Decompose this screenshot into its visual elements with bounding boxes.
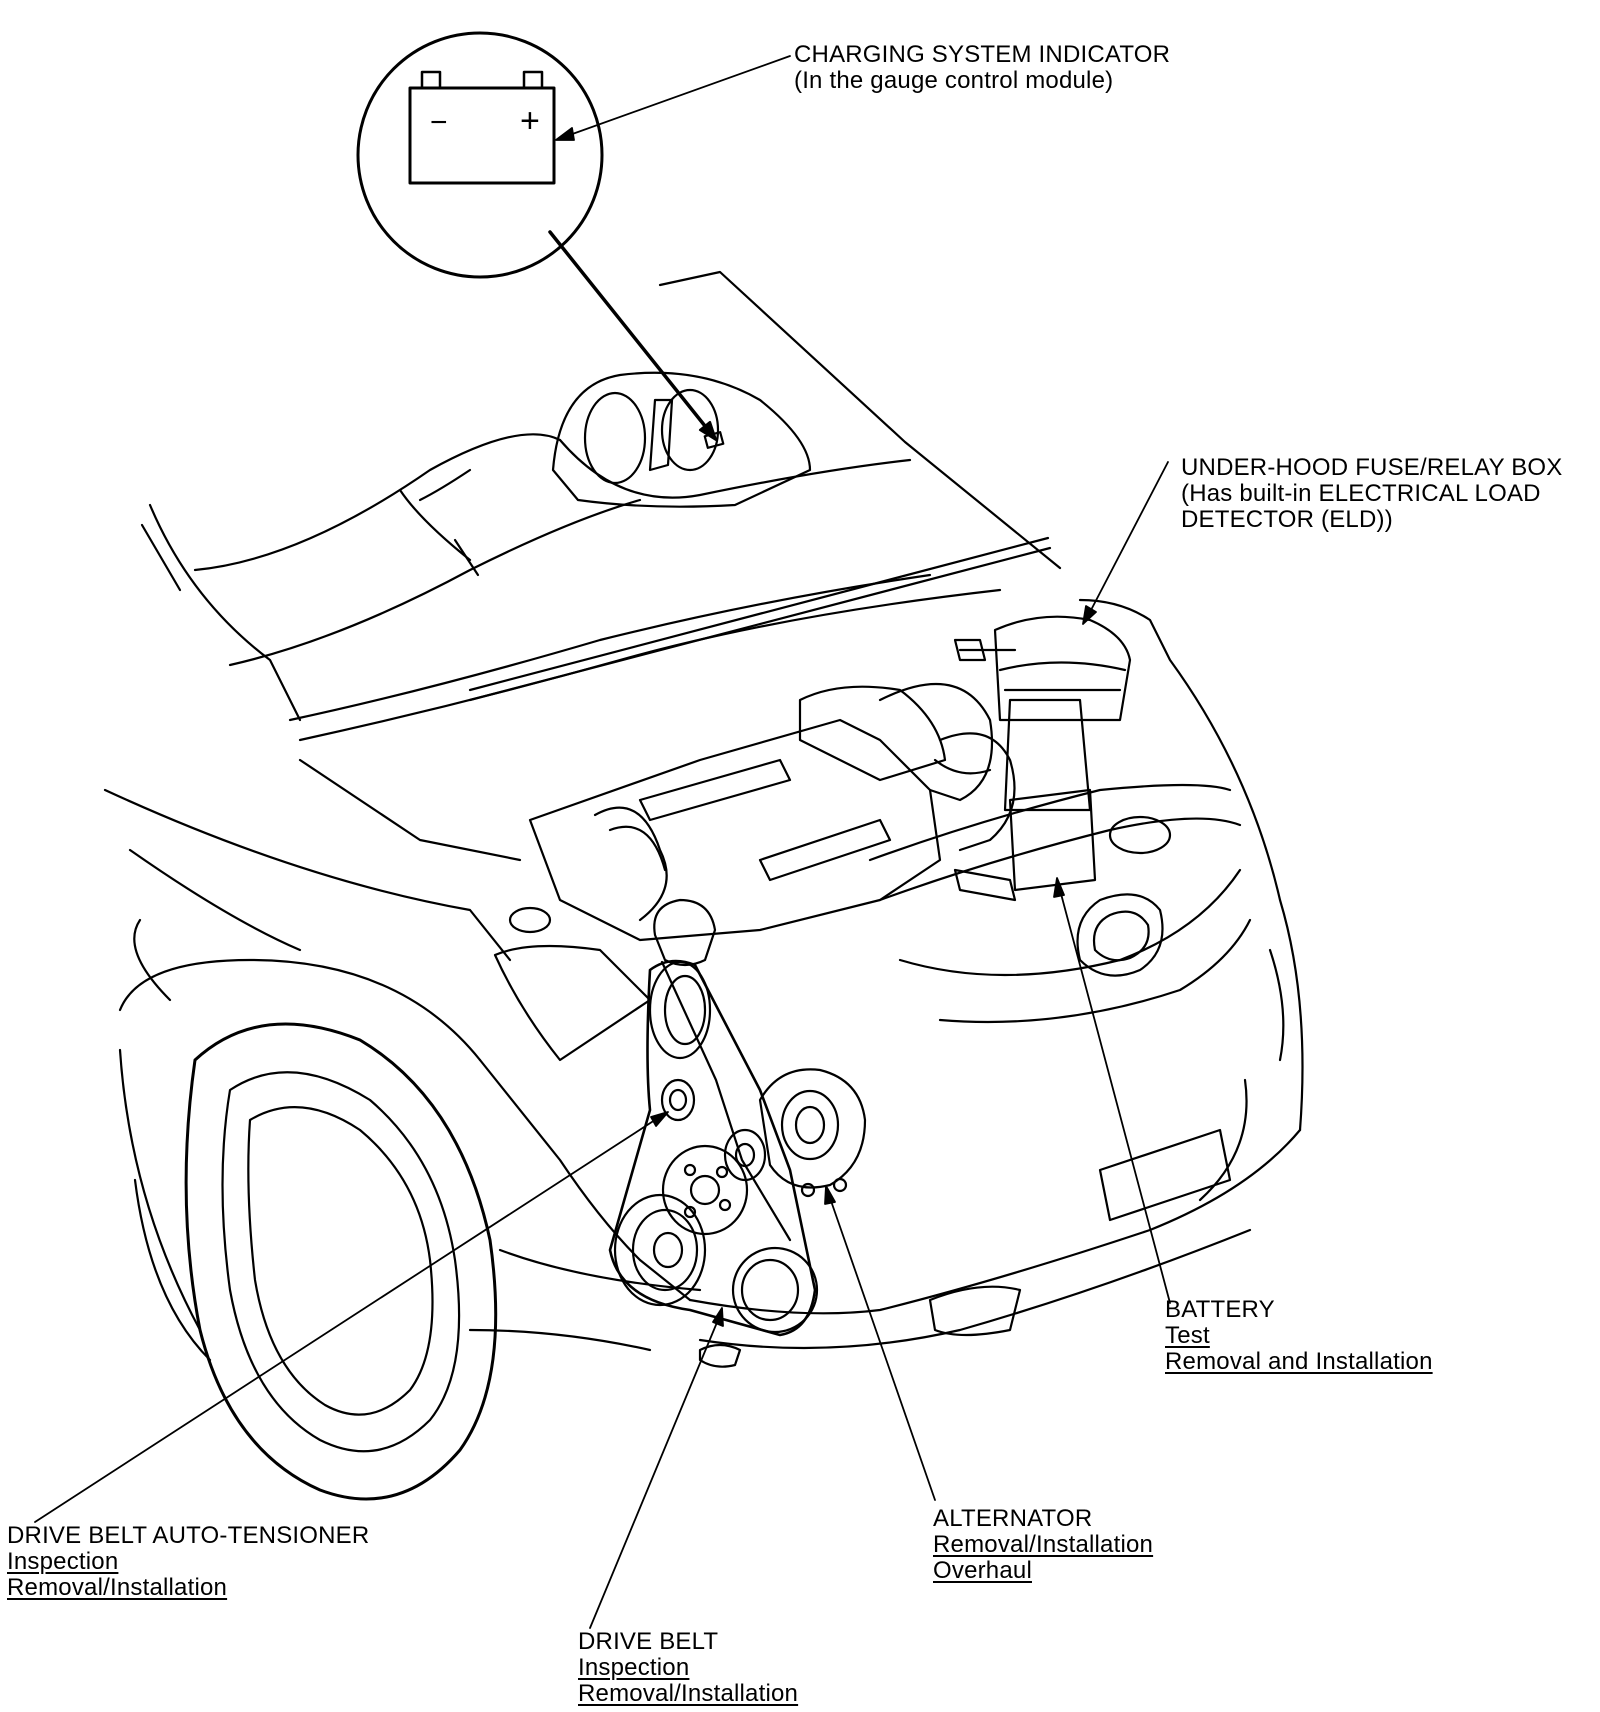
- auto-tensioner-callout: DRIVE BELT AUTO-TENSIONER Inspection Rem…: [7, 1523, 369, 1601]
- battery-callout: BATTERY Test Removal and Installation: [1165, 1297, 1433, 1375]
- battery-plus-symbol: +: [520, 102, 540, 140]
- vehicle-body: [103, 270, 1304, 1501]
- drive-belt-callout: DRIVE BELT Inspection Removal/Installati…: [578, 1629, 798, 1707]
- drive-belt-inspection-link[interactable]: Inspection: [578, 1654, 690, 1681]
- drive-belt-assembly: [608, 959, 867, 1337]
- fuse-box-note-line1: (Has built-in ELECTRICAL LOAD: [1181, 480, 1541, 507]
- alternator-title: ALTERNATOR: [933, 1505, 1093, 1532]
- alternator-removal-link[interactable]: Removal/Installation: [933, 1531, 1154, 1558]
- fuse-box-title: UNDER-HOOD FUSE/RELAY BOX: [1181, 454, 1563, 481]
- auto-tensioner-title: DRIVE BELT AUTO-TENSIONER: [7, 1522, 370, 1549]
- charging-indicator-callout: CHARGING SYSTEM INDICATOR (In the gauge …: [794, 42, 1170, 94]
- alternator-overhaul-link[interactable]: Overhaul: [933, 1557, 1032, 1584]
- battery-removal-link[interactable]: Removal and Installation: [1165, 1348, 1433, 1375]
- leader-lines: [34, 55, 1171, 1629]
- auto-tensioner-removal-link[interactable]: Removal/Installation: [7, 1574, 228, 1601]
- drive-belt-title: DRIVE BELT: [578, 1628, 719, 1655]
- battery-title: BATTERY: [1165, 1296, 1275, 1323]
- battery-test-link[interactable]: Test: [1165, 1322, 1210, 1349]
- drive-belt-removal-link[interactable]: Removal/Installation: [578, 1680, 799, 1707]
- battery-minus-symbol: −: [430, 106, 448, 139]
- charging-indicator-subtitle: (In the gauge control module): [794, 67, 1114, 94]
- fuse-box-note-line2: DETECTOR (ELD)): [1181, 506, 1393, 533]
- fuse-box-callout: UNDER-HOOD FUSE/RELAY BOX (Has built-in …: [1181, 455, 1563, 533]
- battery-warning-icon: − +: [408, 70, 556, 185]
- charging-indicator-magnifier: − +: [356, 31, 718, 442]
- alternator-callout: ALTERNATOR Removal/Installation Overhaul: [933, 1506, 1153, 1584]
- auto-tensioner-inspection-link[interactable]: Inspection: [7, 1548, 119, 1575]
- charging-indicator-title: CHARGING SYSTEM INDICATOR: [794, 41, 1171, 68]
